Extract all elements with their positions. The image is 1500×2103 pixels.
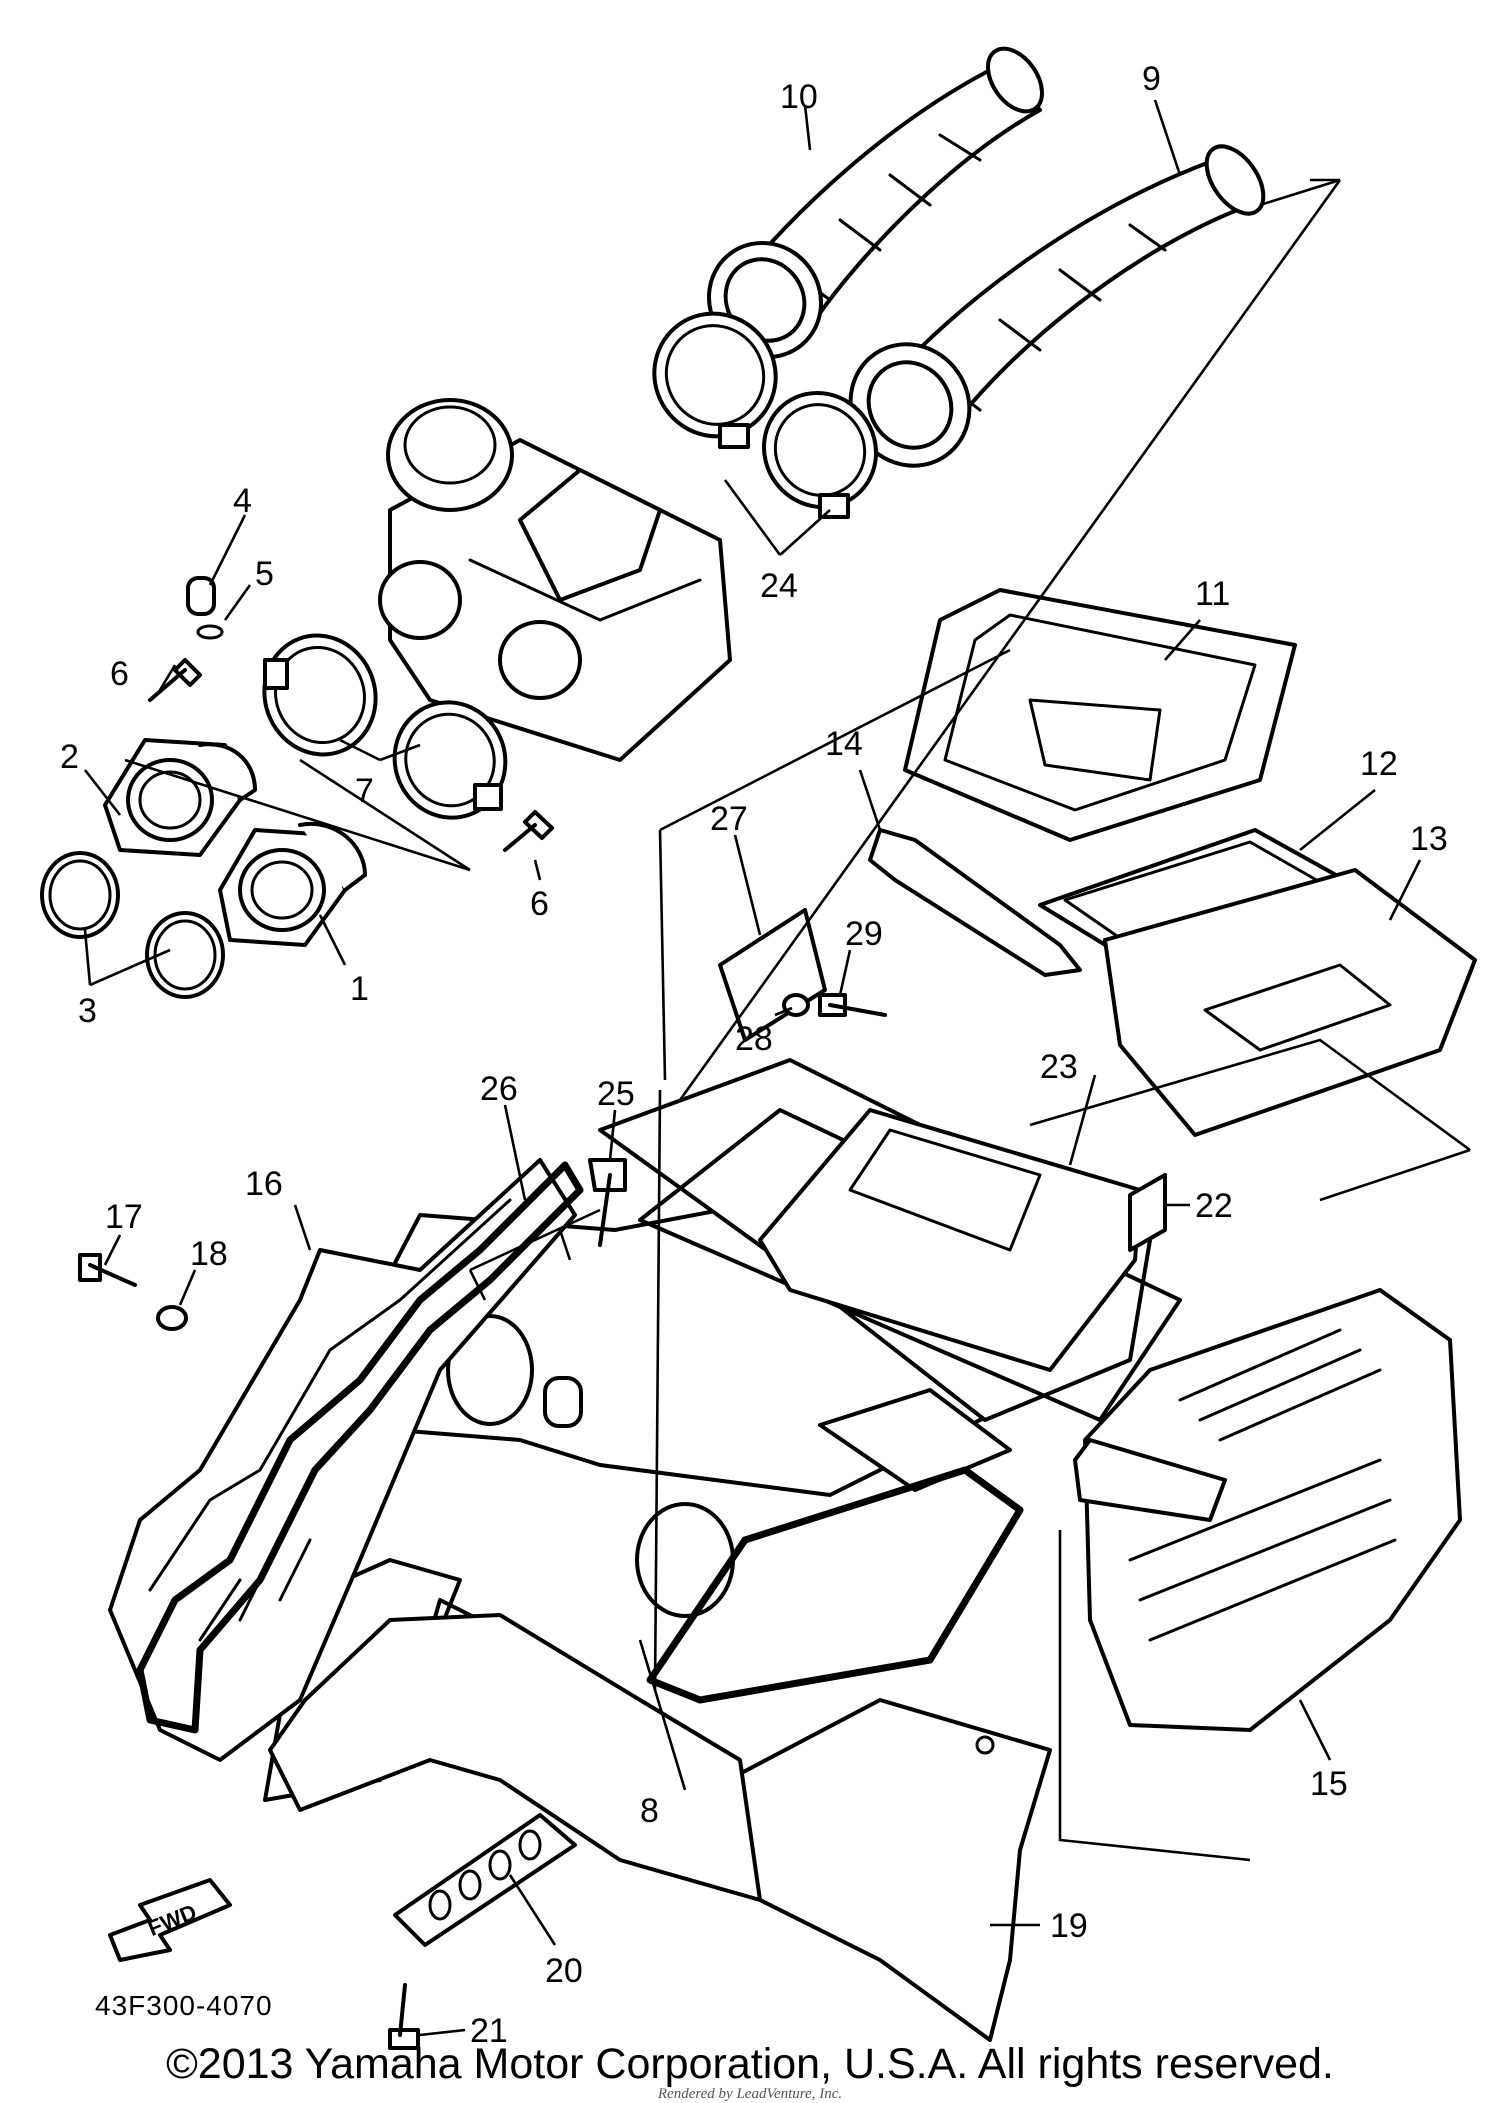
- rendered-by-credit: Rendered by LeadVenture, Inc.: [657, 2086, 843, 2102]
- grommet-28: [782, 993, 810, 1017]
- carburetor-joint-1: [218, 821, 367, 947]
- callout-11: 11: [1195, 575, 1230, 613]
- callout-5: 5: [255, 555, 274, 593]
- callout-26: 26: [480, 1070, 518, 1108]
- callout-9: 9: [1142, 60, 1161, 98]
- o-ring-3: [40, 851, 225, 999]
- carburetor-assembly: [378, 398, 732, 762]
- forward-arrow: FWD: [108, 1878, 232, 1962]
- screw-21: [388, 1983, 420, 2050]
- screw-29: [818, 993, 887, 1017]
- callout-2: 2: [60, 738, 79, 776]
- callout-labels: 1 2 3 4 5 6 6 7 8 9 10 11 12 13 14 15 16…: [60, 60, 1448, 2050]
- diagram-code: 43F300-4070: [95, 1990, 273, 2021]
- callout-27: 27: [710, 800, 748, 838]
- assembly-bracket-lines: [124, 178, 1471, 1862]
- callout-24: 24: [760, 567, 798, 605]
- callout-1: 1: [350, 970, 369, 1008]
- strap-14: [868, 828, 1082, 977]
- air-box-cap-23: [758, 1108, 1142, 1372]
- callout-13: 13: [1410, 820, 1448, 858]
- plate-20: [393, 1813, 577, 1947]
- callout-21: 21: [470, 2012, 508, 2050]
- callout-4: 4: [233, 482, 252, 520]
- callout-17: 17: [105, 1198, 143, 1236]
- callout-22: 22: [1195, 1187, 1233, 1225]
- callout-15: 15: [1310, 1765, 1348, 1803]
- copyright-notice: ©2013 Yamaha Motor Corporation, U.S.A. A…: [166, 2040, 1334, 2088]
- air-filter-cover-11: [903, 588, 1297, 842]
- callout-29: 29: [845, 915, 883, 953]
- gasket-26: [136, 1161, 584, 1734]
- hose-clamp-24: [652, 311, 879, 519]
- callout-3: 3: [78, 992, 97, 1030]
- callout-leaders: [83, 99, 1422, 2037]
- screw-6-upper: [148, 658, 202, 702]
- seal-22: [1128, 1173, 1167, 1252]
- lower-case-8: [268, 1613, 762, 1902]
- callout-7: 7: [355, 772, 374, 810]
- callout-14: 14: [825, 725, 863, 763]
- callout-10: 10: [780, 78, 818, 116]
- callout-20: 20: [545, 1952, 583, 1990]
- carburetor-joint-2: [103, 738, 257, 857]
- intake-duct-9: [848, 144, 1266, 468]
- hose-clamp-7: [262, 633, 508, 820]
- nut-18: [156, 1305, 188, 1331]
- callout-25: 25: [597, 1075, 635, 1113]
- callout-28: 28: [735, 1020, 773, 1058]
- callout-12: 12: [1360, 745, 1398, 783]
- callout-8: 8: [640, 1792, 659, 1830]
- intake-silencer-15: [1073, 1288, 1462, 1732]
- filter-case-13: [1103, 868, 1477, 1137]
- cap-4: [186, 576, 216, 616]
- callout-6-upper: 6: [110, 655, 129, 693]
- callout-16: 16: [245, 1165, 283, 1203]
- bolt-17: [78, 1253, 137, 1287]
- bolt-25: [588, 1158, 627, 1247]
- callout-6-lower: 6: [530, 885, 549, 923]
- drain-cover-19: [688, 1698, 1052, 2042]
- callout-18: 18: [190, 1235, 228, 1273]
- callout-19: 19: [1050, 1907, 1088, 1945]
- screw-6-lower: [503, 810, 554, 852]
- callout-23: 23: [1040, 1048, 1078, 1086]
- clip-5: [196, 624, 224, 640]
